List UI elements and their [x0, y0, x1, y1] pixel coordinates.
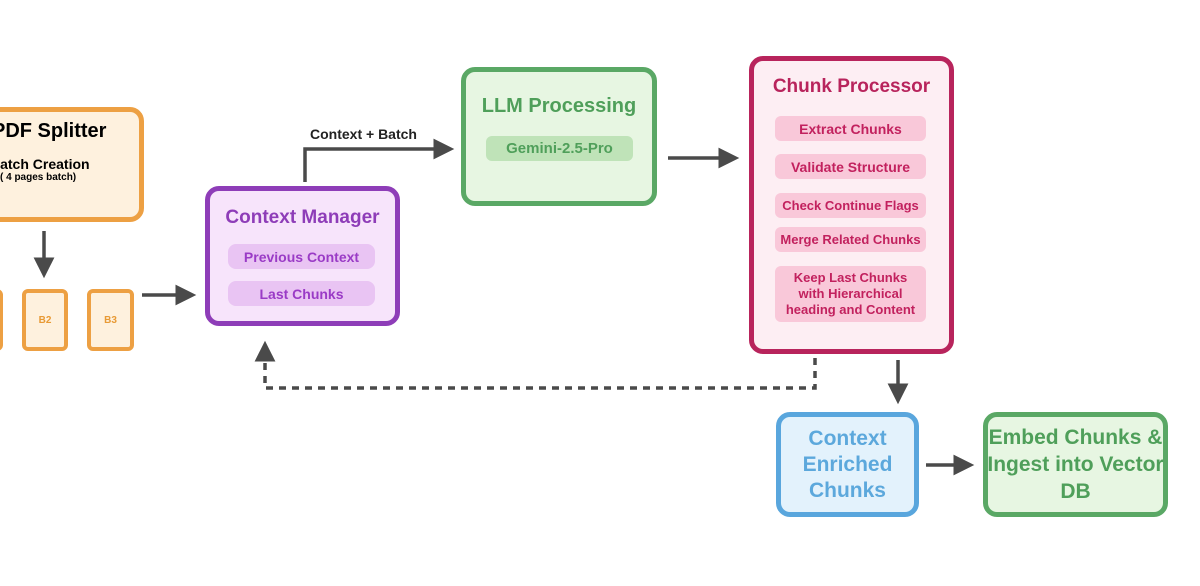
last-chunks-pill: Last Chunks: [228, 281, 375, 306]
keep-last-chunks-step: Keep Last Chunks with Hierarchical headi…: [775, 266, 926, 322]
batch-b3: B3: [87, 289, 134, 351]
batch-creation-label: Batch Creation: [0, 156, 90, 172]
batch-b2: B2: [22, 289, 68, 351]
model-pill: Gemini-2.5-Pro: [486, 136, 633, 161]
context-enriched-chunks-label: Context Enriched Chunks: [802, 427, 893, 502]
pdf-splitter-title: PDF Splitter: [0, 120, 107, 142]
llm-processing-title: LLM Processing: [481, 95, 637, 117]
arrow-context-to-llm: [303, 138, 455, 182]
context-manager-title: Context Manager: [225, 207, 380, 228]
batch-b2-label: B2: [38, 314, 52, 326]
embed-ingest-node: [983, 412, 1168, 517]
feedback-dashed-arrow: [254, 340, 817, 390]
validate-structure-step: Validate Structure: [775, 154, 926, 179]
context-enriched-chunks-node: [776, 412, 919, 517]
previous-context-pill: Previous Context: [228, 244, 375, 269]
batch-b3-label: B3: [104, 314, 117, 326]
merge-related-chunks-step: Merge Related Chunks: [775, 227, 926, 252]
embed-ingest-label: Embed Chunks & Ingest into Vector DB: [987, 426, 1164, 503]
check-continue-flags-step: Check Continue Flags: [775, 193, 926, 218]
pdf-splitter-node: [0, 107, 144, 222]
chunk-processor-title: Chunk Processor: [772, 76, 931, 97]
context-batch-edge-label: Context + Batch: [310, 126, 417, 142]
batch-size-note: ( 4 pages batch): [0, 172, 77, 183]
extract-chunks-step: Extract Chunks: [775, 116, 926, 141]
